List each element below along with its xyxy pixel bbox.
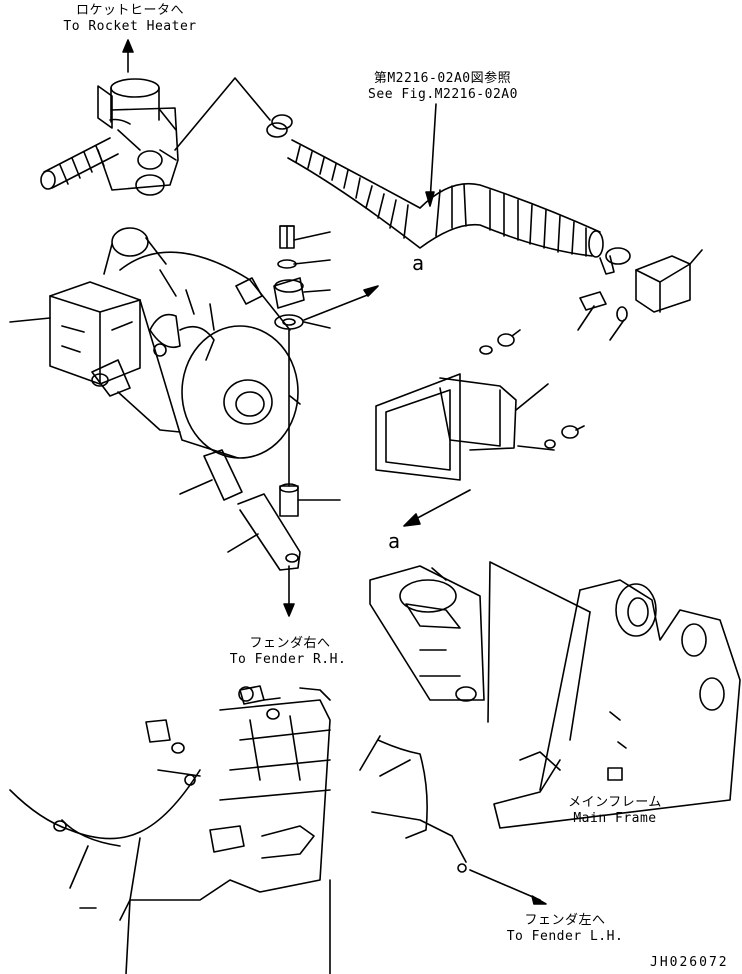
fender-lh-en-label: To Fender L.H. xyxy=(506,929,624,944)
engine-harness-area xyxy=(9,685,331,974)
main-frame xyxy=(359,561,741,905)
heater-unit xyxy=(9,227,301,459)
main-frame-jp-label: メインフレーム xyxy=(568,795,662,810)
outlet-grille-assembly xyxy=(375,329,585,527)
see-fig-en-label: See Fig.M2216-02A0 xyxy=(368,87,518,102)
fender-rh-en-label: To Fender R.H. xyxy=(229,652,347,667)
main-frame-en-label: Main Frame xyxy=(573,811,657,826)
see-fig-jp-label: 第M2216-02A0図参照 xyxy=(373,71,512,86)
drawing-code: JH026072 xyxy=(650,955,729,970)
flexible-duct-hose xyxy=(266,103,703,341)
heater-duct-fitting xyxy=(40,39,271,196)
fender-lh-jp-label: フェンダ左へ xyxy=(524,913,606,928)
mounting-hardware-stack xyxy=(179,225,379,617)
fender-rh-jp-label: フェンダ右へ xyxy=(249,636,331,651)
ref-a-top-label: a xyxy=(412,251,425,275)
ref-a-bottom-label: a xyxy=(388,529,401,553)
rocket-heater-jp-label: ロケットヒータへ xyxy=(75,3,184,18)
rocket-heater-en-label: To Rocket Heater xyxy=(63,19,197,34)
